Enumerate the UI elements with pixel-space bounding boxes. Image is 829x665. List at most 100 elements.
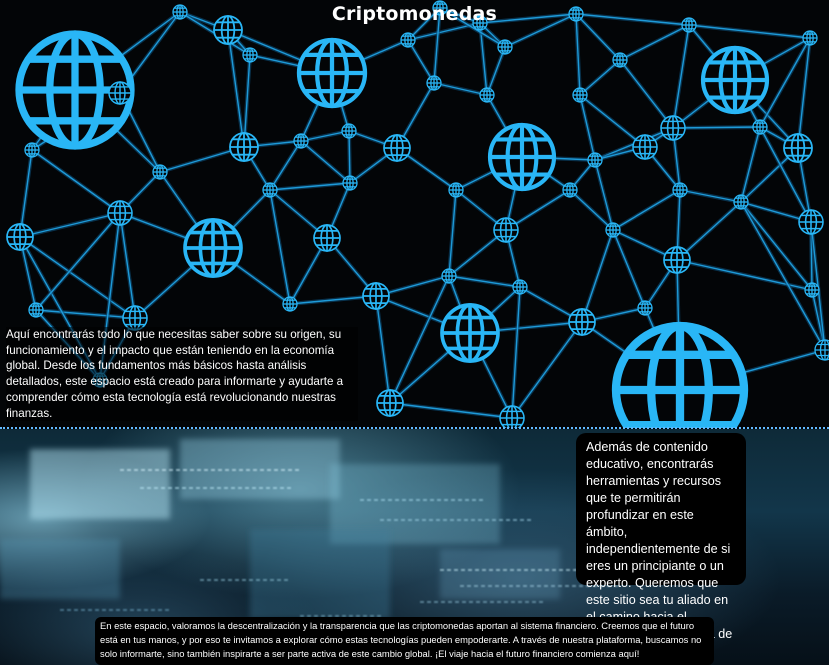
globe-icon — [242, 47, 258, 63]
data-dash — [252, 487, 256, 489]
data-dash — [467, 585, 471, 587]
data-dash — [579, 585, 583, 587]
data-dash — [374, 499, 378, 501]
data-dash — [464, 519, 468, 521]
data-dash — [217, 487, 221, 489]
data-dash — [559, 569, 563, 571]
network-link — [433, 7, 441, 84]
data-dash — [273, 487, 277, 489]
data-dash — [211, 469, 215, 471]
data-dash — [495, 585, 499, 587]
globe-icon — [632, 134, 658, 160]
data-dash — [183, 469, 187, 471]
globe-icon — [814, 339, 829, 361]
network-link — [348, 130, 351, 184]
data-dash — [141, 469, 145, 471]
globe-icon — [672, 182, 688, 198]
globe-icon — [296, 37, 368, 109]
data-dash — [430, 499, 434, 501]
data-dash — [232, 469, 236, 471]
screen-glow — [250, 529, 390, 619]
data-dash — [274, 469, 278, 471]
data-dash — [525, 601, 529, 603]
data-dash — [573, 569, 577, 571]
globe-icon — [426, 75, 442, 91]
data-dash — [545, 569, 549, 571]
data-dash — [457, 519, 461, 521]
data-dash — [242, 579, 246, 581]
data-dash — [200, 579, 204, 581]
globe-icon — [752, 119, 768, 135]
data-dash — [513, 519, 517, 521]
globe-icon — [798, 209, 824, 235]
data-dash — [415, 519, 419, 521]
data-dash — [259, 487, 263, 489]
data-dash — [448, 601, 452, 603]
data-dash — [102, 609, 106, 611]
globe-icon — [229, 132, 259, 162]
data-dash — [270, 579, 274, 581]
globe-icon — [568, 308, 596, 336]
data-dash — [221, 579, 225, 581]
network-link — [575, 13, 690, 26]
network-link — [511, 286, 521, 419]
data-dash — [380, 519, 384, 521]
data-dash — [441, 601, 445, 603]
data-dash — [489, 569, 493, 571]
data-dash — [572, 585, 576, 587]
data-dash — [231, 487, 235, 489]
data-dash — [162, 469, 166, 471]
data-dash — [161, 487, 165, 489]
data-dash — [429, 519, 433, 521]
data-dash — [120, 469, 124, 471]
data-dash — [349, 615, 353, 617]
network-link — [619, 59, 674, 129]
globe-icon — [804, 282, 820, 298]
data-dash — [295, 469, 299, 471]
network-link — [269, 189, 291, 305]
data-dash — [151, 609, 155, 611]
network-link — [486, 46, 506, 96]
data-dash — [450, 519, 454, 521]
network-link — [797, 37, 811, 149]
data-dash — [214, 579, 218, 581]
globe-icon — [612, 52, 628, 68]
globe-icon — [293, 133, 309, 149]
network-link — [579, 94, 596, 161]
intro-text: Aquí encontrarás todo lo que necesitas s… — [6, 327, 358, 422]
globe-icon — [183, 218, 243, 278]
data-dash — [266, 487, 270, 489]
data-dash — [451, 499, 455, 501]
data-dash — [253, 469, 257, 471]
globe-icon — [282, 296, 298, 312]
data-dash — [267, 469, 271, 471]
data-dash — [60, 609, 64, 611]
globe-icon — [783, 133, 813, 163]
network-link — [612, 229, 646, 309]
data-dash — [552, 569, 556, 571]
network-link — [19, 149, 33, 238]
data-dash — [537, 585, 541, 587]
network-link — [740, 201, 813, 291]
network-link — [269, 140, 302, 191]
data-dash — [196, 487, 200, 489]
data-dash — [140, 487, 144, 489]
globe-icon — [122, 305, 148, 331]
data-dash — [182, 487, 186, 489]
data-dash — [436, 519, 440, 521]
screen-glow — [0, 539, 120, 599]
data-dash — [600, 585, 604, 587]
globe-icon — [605, 222, 621, 238]
data-dash — [367, 499, 371, 501]
data-dash — [551, 585, 555, 587]
network-link — [759, 126, 812, 223]
data-dash — [509, 585, 513, 587]
values-info-text: En este espacio, valoramos la descentral… — [100, 620, 702, 660]
globe-icon — [400, 32, 416, 48]
network-link — [569, 189, 614, 231]
globe-icon — [108, 81, 132, 105]
data-dash — [381, 499, 385, 501]
data-dash — [328, 615, 332, 617]
network-link — [511, 321, 583, 419]
network-link — [579, 94, 646, 148]
